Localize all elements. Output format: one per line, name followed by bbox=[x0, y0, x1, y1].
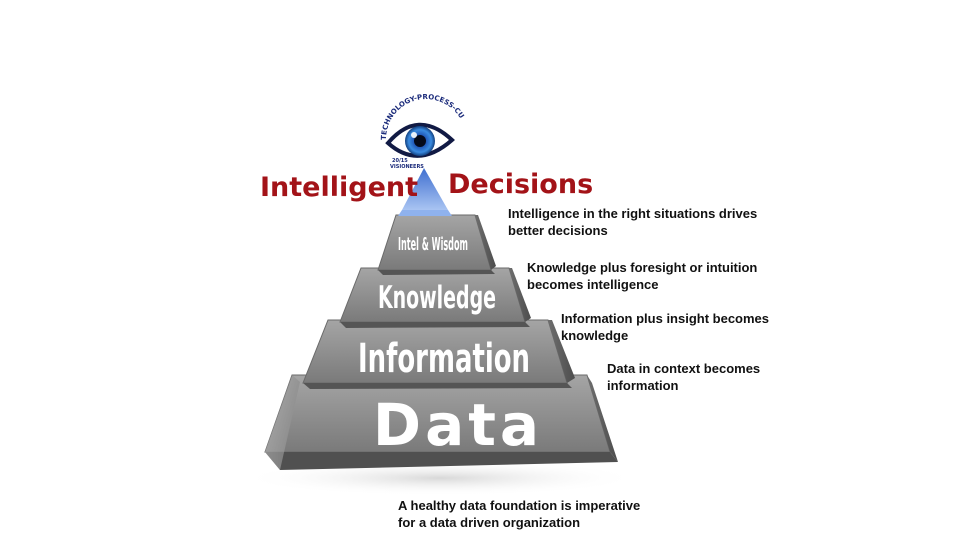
pyramid-apex bbox=[398, 168, 452, 216]
tier-information: Information bbox=[302, 319, 575, 389]
note-intelligence: Intelligence in the right situations dri… bbox=[508, 206, 758, 238]
logo-arc-text: TECHNOLOGY-PROCESS-CULTURE-DATA bbox=[0, 0, 466, 140]
title-intelligent: Intelligent bbox=[260, 172, 419, 203]
footer-caption: A healthy data foundation is imperative … bbox=[398, 498, 641, 530]
pyramid-shadow bbox=[240, 460, 640, 496]
logo-line2: VISIONEERS bbox=[390, 164, 424, 170]
tier-data: Data bbox=[264, 374, 618, 470]
tier-label-intel-wisdom: Intel & Wisdom bbox=[398, 234, 468, 255]
note-knowledge: Knowledge plus foresight or intuition be… bbox=[527, 260, 758, 292]
title-decisions: Decisions bbox=[448, 169, 594, 200]
tier-label-information: Information bbox=[358, 336, 530, 382]
note-information: Information plus insight becomes knowled… bbox=[561, 311, 770, 343]
tier-knowledge: Knowledge bbox=[339, 267, 531, 328]
logo-line1: 20/15 bbox=[392, 158, 408, 164]
note-data: Data in context becomes information bbox=[607, 361, 761, 393]
tier-label-data: Data bbox=[373, 391, 543, 459]
visioneers-logo: TECHNOLOGY-PROCESS-CULTURE-DATA 20/15 VI… bbox=[0, 0, 466, 170]
tier-label-knowledge: Knowledge bbox=[378, 280, 496, 316]
eye-icon bbox=[385, 122, 455, 158]
tier-intel-wisdom: Intel & Wisdom bbox=[377, 214, 496, 275]
